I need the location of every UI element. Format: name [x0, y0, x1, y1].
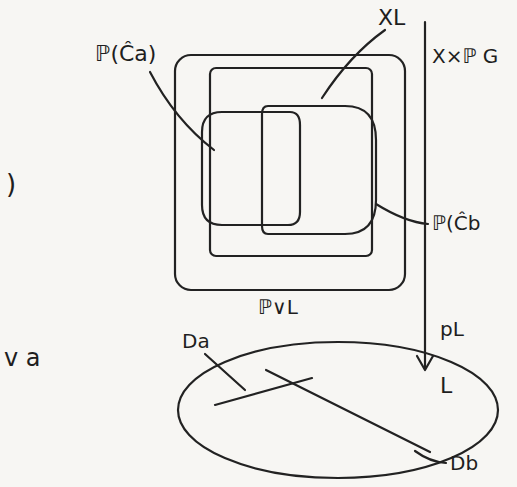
space-label: X×ℙ G: [432, 45, 498, 67]
projection-arrow: [424, 22, 426, 368]
leader-line: [415, 451, 446, 463]
region-label: XL: [378, 6, 405, 30]
region-label: ℙ(Ĉb: [432, 212, 481, 234]
region-label: ℙ(Ĉa): [95, 42, 156, 66]
margin-note: ): [6, 170, 16, 199]
leader-line: [205, 354, 245, 390]
map-label: pL: [440, 318, 464, 340]
leader-line: [322, 30, 385, 98]
pcb-region: [262, 106, 376, 234]
divisor-line: [215, 378, 312, 405]
divisor-line: [266, 370, 430, 452]
divisor-label: Da: [182, 330, 210, 352]
leader-line: [376, 204, 428, 224]
divisor-label: Db: [450, 452, 478, 474]
xl-region: [210, 68, 372, 256]
base-label: L: [440, 374, 452, 398]
leader-line: [150, 72, 214, 150]
outer-region: [175, 55, 405, 290]
base-ellipse: [178, 342, 498, 478]
space-label: ℙ∨L: [258, 296, 298, 318]
margin-note: v a: [4, 345, 41, 371]
arrow-head: [417, 356, 433, 370]
pca-region: [202, 112, 300, 225]
